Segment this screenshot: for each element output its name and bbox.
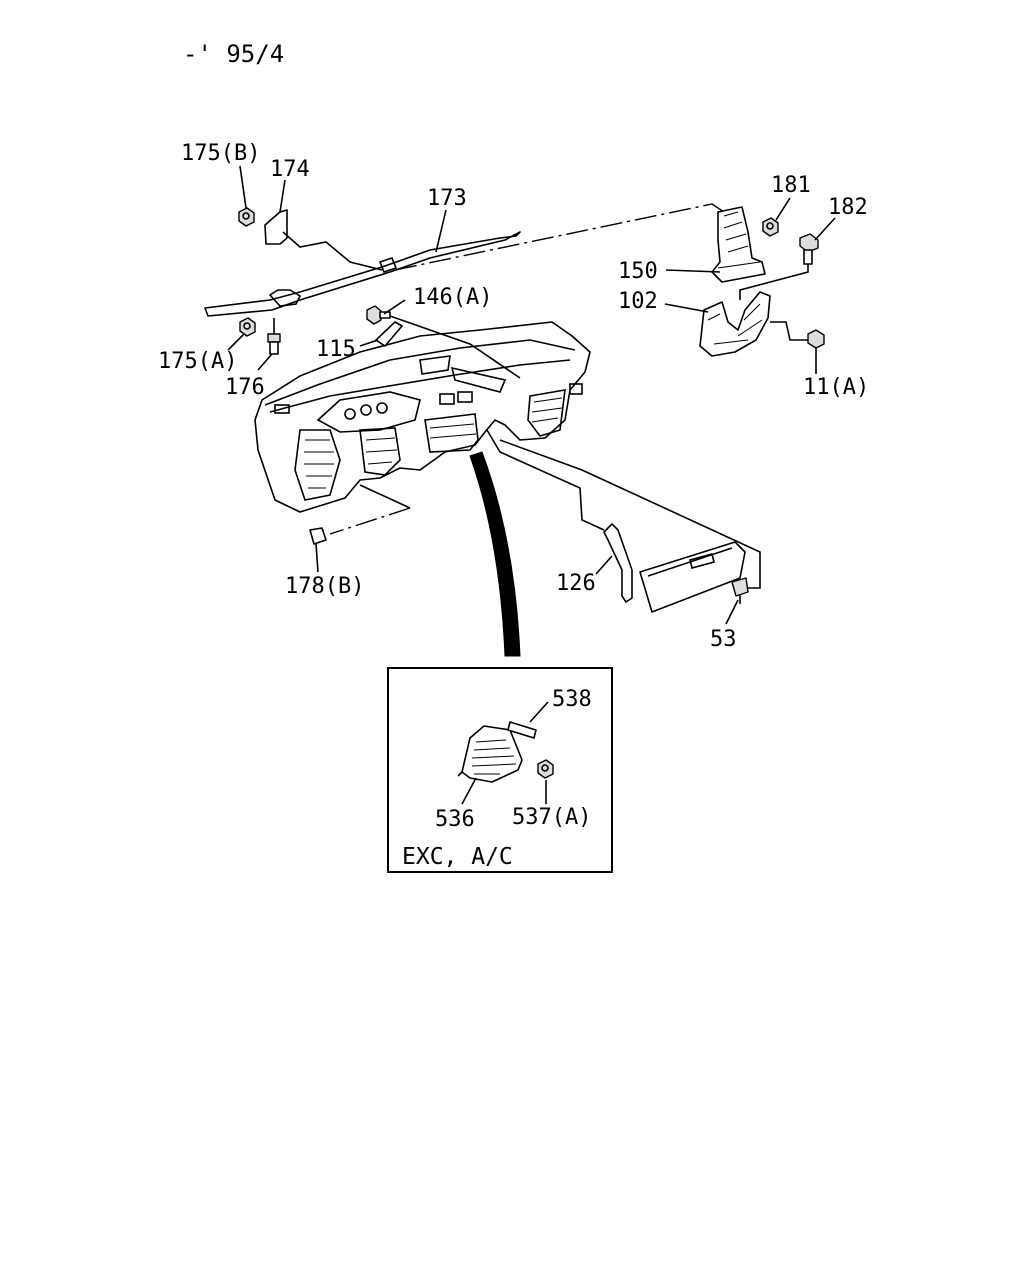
label-115: 115 (316, 337, 356, 362)
label-175b: 175(B) (181, 141, 260, 166)
bracket-102 (699, 291, 771, 357)
label-173: 173 (427, 186, 467, 211)
label-538: 538 (552, 687, 592, 712)
nut-181 (762, 217, 779, 237)
label-126: 126 (556, 571, 596, 596)
label-150: 150 (618, 259, 658, 284)
bolt-11a (770, 321, 825, 349)
nut-175b (238, 207, 255, 227)
label-536: 536 (435, 807, 475, 832)
bolt-176 (267, 318, 281, 355)
label-11a: 11(A) (803, 375, 869, 400)
bolt-182 (739, 233, 819, 300)
inset-caption: EXC, A/C (402, 844, 513, 870)
bracket-115 (375, 321, 403, 347)
leader-lines (227, 165, 836, 625)
date-code: -' 95/4 (183, 40, 284, 68)
label-53: 53 (710, 627, 737, 652)
label-537a: 537(A) (512, 805, 591, 830)
inset-pointer (469, 451, 521, 657)
screw-146a (366, 305, 521, 379)
clip-53 (731, 577, 749, 604)
nut-175a (239, 317, 256, 337)
label-175a: 175(A) (158, 349, 237, 374)
label-176: 176 (225, 375, 265, 400)
inset-box (387, 667, 613, 873)
clip-178b (309, 527, 327, 545)
dashboard (254, 321, 591, 513)
glove-box (639, 541, 746, 613)
label-181: 181 (771, 173, 811, 198)
label-146a: 146(A) (413, 285, 492, 310)
stay-126 (603, 523, 633, 603)
label-174: 174 (270, 157, 310, 182)
label-182: 182 (828, 195, 868, 220)
bracket-150 (711, 206, 766, 283)
label-178b: 178(B) (285, 574, 364, 599)
label-102: 102 (618, 289, 658, 314)
